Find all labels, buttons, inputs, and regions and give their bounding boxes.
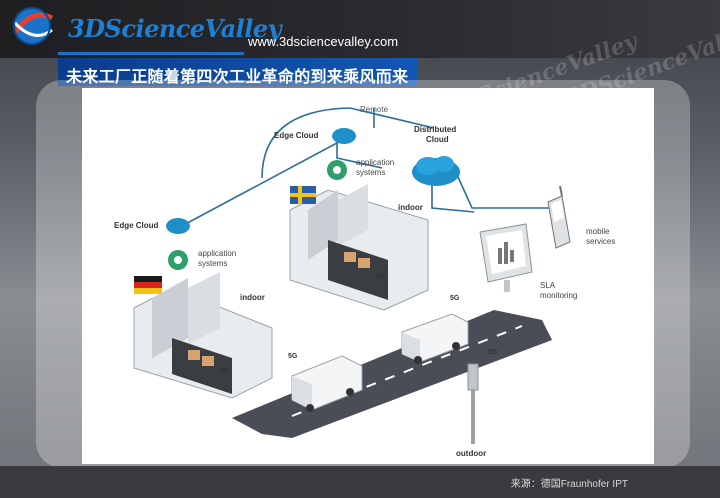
page-title: 未来工厂正随着第四次工业革命的到来乘风而来 bbox=[66, 69, 409, 86]
app-systems-top-label-1: application bbox=[356, 158, 394, 167]
edge-cloud-left-label: Edge Cloud bbox=[114, 221, 159, 230]
header-rule bbox=[58, 52, 244, 55]
app-systems-left-label-1: application bbox=[198, 249, 236, 258]
signal-5g-label: 5G bbox=[220, 367, 230, 374]
mobile-services-label-1: mobile bbox=[586, 227, 610, 236]
app-systems-left-label-2: systems bbox=[198, 259, 227, 268]
remote-label: Remote bbox=[360, 105, 389, 114]
connection-line-remote bbox=[261, 107, 435, 179]
factory-network-diagram: Remote Edge Cloud application systems Di… bbox=[82, 88, 654, 464]
site-url[interactable]: www.3dsciencevalley.com bbox=[248, 34, 399, 49]
antenna-tower-icon bbox=[467, 363, 479, 444]
distributed-cloud-label-2: Cloud bbox=[426, 135, 449, 144]
signal-5g-label: 5G bbox=[288, 353, 298, 360]
outdoor-label: outdoor bbox=[456, 449, 486, 458]
title-band bbox=[58, 58, 418, 86]
mobile-services-label-2: services bbox=[586, 237, 615, 246]
indoor-label-right: indoor bbox=[398, 203, 423, 212]
indoor-label-left: indoor bbox=[240, 293, 265, 302]
signal-5g-label: 5G bbox=[450, 295, 460, 302]
edge-cloud-left-icon bbox=[166, 218, 190, 234]
globe-logo-icon bbox=[12, 7, 54, 45]
mobile-phone-icon bbox=[547, 185, 571, 249]
truck-front bbox=[291, 355, 363, 412]
source-credit: 来源：德国Fraunhofer IPT bbox=[510, 479, 628, 490]
logo-text: 3DScienceValley bbox=[68, 14, 282, 43]
connection-line-edge-left bbox=[177, 135, 351, 229]
factory-sweden bbox=[289, 184, 429, 311]
road bbox=[232, 310, 552, 438]
sla-label-1: SLA bbox=[540, 281, 556, 290]
sla-monitor-icon bbox=[479, 223, 533, 292]
germany-flag-icon bbox=[134, 276, 162, 282]
truck-back bbox=[401, 313, 469, 364]
signal-5g-label: 5G bbox=[488, 349, 498, 356]
signal-5g-label: 5G bbox=[376, 273, 386, 280]
edge-cloud-top-label: Edge Cloud bbox=[274, 131, 319, 140]
connection-line-edge-mid bbox=[336, 136, 383, 169]
edge-cloud-top-icon bbox=[332, 128, 356, 144]
factory-germany bbox=[133, 272, 273, 399]
connection-line-mobile bbox=[453, 167, 560, 209]
connection-line-cloud-down bbox=[431, 178, 475, 213]
app-systems-top-label-2: systems bbox=[356, 168, 385, 177]
site-logo[interactable]: 3DScienceValley bbox=[8, 4, 282, 50]
footer-bar bbox=[0, 466, 720, 498]
sla-label-2: monitoring bbox=[540, 291, 577, 300]
distributed-cloud-label-1: Distributed bbox=[414, 125, 456, 134]
header-bar bbox=[0, 0, 720, 58]
